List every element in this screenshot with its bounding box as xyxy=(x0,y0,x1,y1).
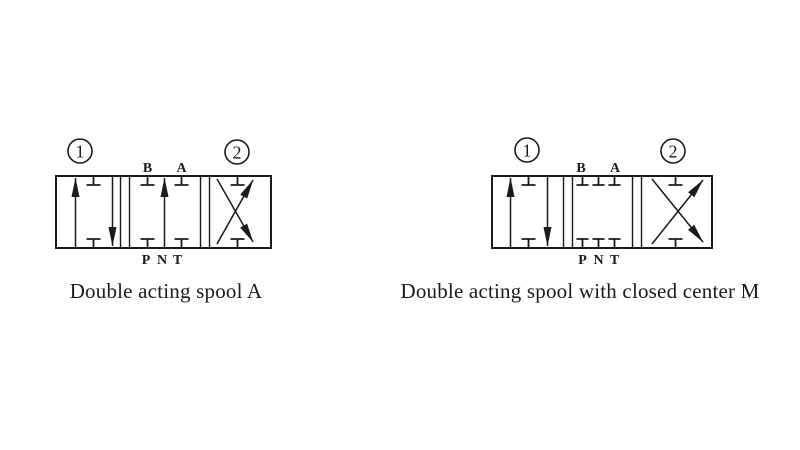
closed-center-box xyxy=(576,176,621,248)
blocked-port-n xyxy=(592,238,605,248)
blocked-port-a xyxy=(608,176,621,186)
neutral-box xyxy=(140,176,189,248)
box-dividers xyxy=(119,176,211,248)
position-1-badge: 1 xyxy=(514,137,540,163)
position-1-box xyxy=(71,176,117,248)
blocked-port-bottom xyxy=(521,238,536,248)
blocked-port-top xyxy=(521,176,536,186)
position-circle xyxy=(514,137,540,163)
port-label-a: A xyxy=(610,161,621,176)
position-1-number: 1 xyxy=(523,141,532,161)
blocked-port-bottom xyxy=(230,238,245,248)
blocked-port-top-middle xyxy=(592,176,605,186)
position-2-box xyxy=(216,176,254,248)
position-2-box xyxy=(651,176,704,248)
port-label-t: T xyxy=(610,253,620,268)
blocked-port-bottom xyxy=(668,238,683,248)
port-label-t: T xyxy=(173,253,183,268)
port-label-b: B xyxy=(576,161,585,176)
valve-diagram-closed-center-m: 1 2 B A P N T xyxy=(491,137,713,268)
position-1-number: 1 xyxy=(76,142,85,162)
position-2-badge: 2 xyxy=(660,138,686,164)
crossed-arrow-down xyxy=(651,178,704,243)
port-label-n: N xyxy=(593,253,603,268)
port-label-b: B xyxy=(143,161,152,176)
position-1-box xyxy=(506,176,552,248)
valve-body-outline xyxy=(491,175,713,249)
position-circle xyxy=(67,138,93,164)
position-circle xyxy=(224,139,250,165)
port-label-a: A xyxy=(176,161,187,176)
blocked-port-a xyxy=(174,176,189,186)
position-2-number: 2 xyxy=(233,143,242,163)
blocked-port-top xyxy=(86,176,101,186)
port-label-p: P xyxy=(578,253,587,268)
blocked-port-top xyxy=(668,176,683,186)
position-2-number: 2 xyxy=(669,142,678,162)
port-label-p: P xyxy=(142,253,151,268)
valve-diagram-spool-a: 1 2 B A P N T xyxy=(55,138,272,268)
position-1-badge: 1 xyxy=(67,138,93,164)
crossed-arrow-down xyxy=(216,178,254,243)
blocked-port-b xyxy=(576,176,589,186)
valve-body-outline xyxy=(55,175,272,249)
box-dividers xyxy=(562,176,643,248)
blocked-port-top xyxy=(230,176,245,186)
blocked-port-t xyxy=(608,238,621,248)
blocked-port-p xyxy=(140,238,155,248)
blocked-port-t xyxy=(174,238,189,248)
caption-spool-a: Double acting spool A xyxy=(69,279,263,303)
port-label-n: N xyxy=(157,253,167,268)
caption-closed-center-m: Double acting spool with closed center M xyxy=(400,279,760,303)
blocked-port-b xyxy=(140,176,155,186)
position-2-badge: 2 xyxy=(224,139,250,165)
crossed-arrow-up xyxy=(651,179,704,245)
position-circle xyxy=(660,138,686,164)
blocked-port-p xyxy=(576,238,589,248)
blocked-port-bottom xyxy=(86,238,101,248)
